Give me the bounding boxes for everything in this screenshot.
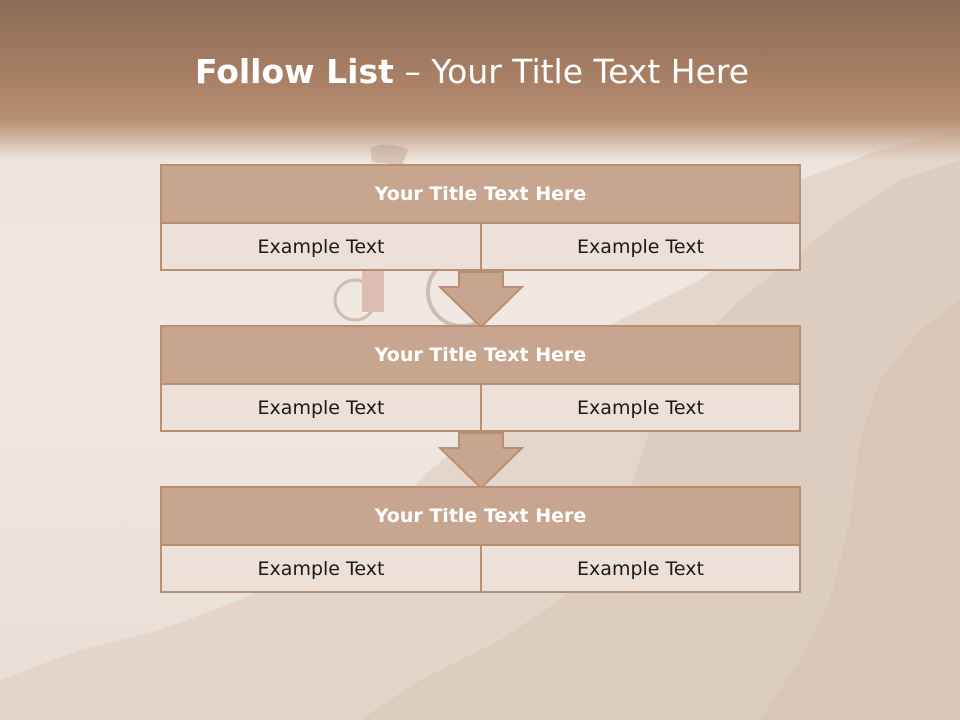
down-arrow-icon	[438, 271, 524, 329]
slide-title-rest: – Your Title Text Here	[393, 52, 750, 91]
slide-title-bold: Follow List	[194, 52, 394, 91]
follow-block-2: Your Title Text Here Example Text Exampl…	[160, 325, 801, 432]
block-left-text[interactable]: Example Text	[162, 224, 482, 269]
block-right-text[interactable]: Example Text	[482, 546, 799, 591]
block-right-text[interactable]: Example Text	[482, 224, 799, 269]
follow-block-1: Your Title Text Here Example Text Exampl…	[160, 164, 801, 271]
follow-block-3: Your Title Text Here Example Text Exampl…	[160, 486, 801, 593]
block-left-text[interactable]: Example Text	[162, 385, 482, 430]
block-right-text[interactable]: Example Text	[482, 385, 799, 430]
slide-title: Follow List – Your Title Text Here	[0, 52, 944, 91]
block-left-text[interactable]: Example Text	[162, 546, 482, 591]
header-band	[0, 0, 960, 160]
block-title[interactable]: Your Title Text Here	[162, 166, 799, 224]
block-title[interactable]: Your Title Text Here	[162, 488, 799, 546]
block-title[interactable]: Your Title Text Here	[162, 327, 799, 385]
down-arrow-icon	[438, 432, 524, 490]
